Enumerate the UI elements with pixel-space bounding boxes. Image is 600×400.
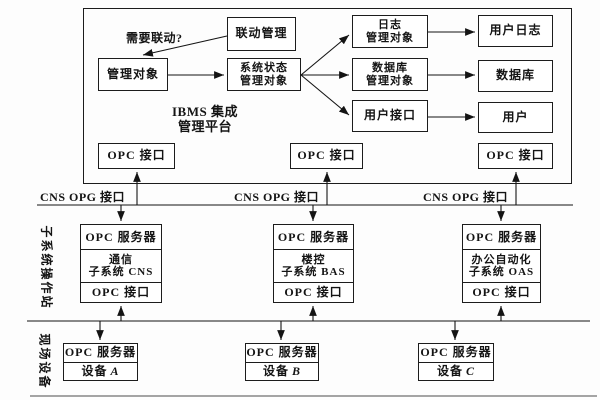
box-linkage-management: 联动管理 bbox=[227, 17, 296, 51]
device-letter: B bbox=[292, 363, 302, 378]
device-letter: A bbox=[110, 363, 120, 378]
subsystem-stack-oas: OPC 服务器 办公自动化 子系统 OAS OPC 接口 bbox=[462, 224, 541, 303]
opc-server-row: OPC 服务器 bbox=[420, 345, 492, 360]
box-user-log: 用户日志 bbox=[478, 15, 553, 47]
opc-server-row: OPC 服务器 bbox=[277, 229, 350, 244]
box-database: 数据库 bbox=[478, 60, 553, 92]
subsystem-stack-bas: OPC 服务器 楼控 子系统 BAS OPC 接口 bbox=[273, 224, 354, 303]
opc-server-row: OPC 服务器 bbox=[85, 229, 157, 244]
opc-interface-box-right: OPC 接口 bbox=[478, 143, 553, 169]
box-user: 用户 bbox=[478, 102, 553, 133]
opc-interface-row: OPC 接口 bbox=[81, 282, 161, 302]
opc-interface-row: OPC 接口 bbox=[463, 282, 540, 302]
device-box-b: OPC 服务器 设备 B bbox=[245, 343, 319, 381]
subsystem-stack-cns: OPC 服务器 通信 子系统 CNS OPC 接口 bbox=[80, 224, 162, 303]
opc-server-row: OPC 服务器 bbox=[246, 345, 318, 360]
opc-interface-box-middle: OPC 接口 bbox=[290, 143, 363, 169]
bus-label-left: CNS OPG 接口 bbox=[40, 190, 126, 204]
box-log-management-object: 日志 管理对象 bbox=[352, 15, 428, 48]
platform-title: IBMS 集成 管理平台 bbox=[172, 104, 238, 134]
box-managed-object: 管理对象 bbox=[98, 58, 168, 91]
box-database-management-object: 数据库 管理对象 bbox=[352, 58, 428, 91]
box-system-status-object: 系统状态 管理对象 bbox=[227, 58, 301, 91]
device-box-a: OPC 服务器 设备 A bbox=[63, 343, 138, 381]
linkage-question-label: 需要联动? bbox=[126, 31, 183, 45]
subsystem-name: 办公自动化 子系统 OAS bbox=[463, 249, 540, 282]
bus-label-right: CNS OPG 接口 bbox=[422, 190, 508, 204]
opc-interface-row: OPC 接口 bbox=[274, 282, 353, 302]
opc-server-row: OPC 服务器 bbox=[465, 229, 538, 244]
bus-label-middle: CNS OPG 接口 bbox=[233, 190, 319, 204]
device-box-c: OPC 服务器 设备 C bbox=[418, 343, 494, 381]
layer-label-field: 现场设备 bbox=[37, 333, 52, 390]
device-name: 设备 A bbox=[64, 361, 137, 381]
box-user-interface: 用户接口 bbox=[352, 100, 428, 132]
opc-interface-box-left: OPC 接口 bbox=[98, 143, 175, 169]
device-name: 设备 C bbox=[419, 361, 493, 381]
opc-server-row: OPC 服务器 bbox=[64, 345, 137, 360]
device-letter: C bbox=[466, 363, 476, 378]
subsystem-name: 楼控 子系统 BAS bbox=[274, 249, 353, 282]
device-name: 设备 B bbox=[246, 361, 318, 381]
subsystem-name: 通信 子系统 CNS bbox=[81, 249, 161, 282]
layer-label-subsystem: 子系统操作站 bbox=[39, 225, 54, 310]
